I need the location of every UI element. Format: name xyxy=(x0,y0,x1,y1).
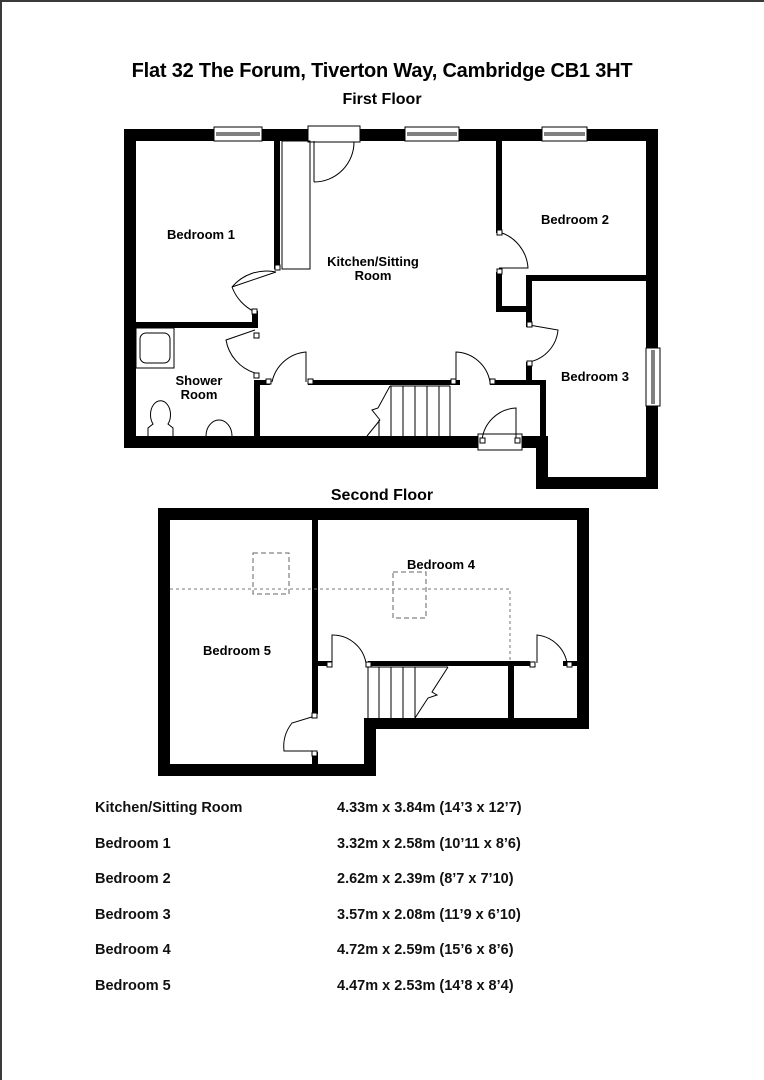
first-floor-doors xyxy=(135,140,559,441)
dimension-size: 4.47m x 2.53m (14’8 x 8’4) xyxy=(337,977,514,994)
dimension-room-name: Bedroom 2 xyxy=(95,871,171,887)
dimension-row: Bedroom 3 3.57m x 2.08m (11’9 x 6’10) xyxy=(95,907,655,943)
first-floor-windows xyxy=(213,125,661,451)
first-floor-label: First Floor xyxy=(342,91,422,108)
dimension-size: 4.33m x 3.84m (14’3 x 12’7) xyxy=(337,800,522,816)
dimension-room-name: Bedroom 5 xyxy=(95,977,171,994)
second-floor-label: Second Floor xyxy=(330,487,434,504)
room-label-bedroom-3: Bedroom 3 xyxy=(561,369,629,384)
dimension-row: Kitchen/Sitting Room 4.33m x 3.84m (14’3… xyxy=(95,800,655,836)
room-label-shower-line1: Shower xyxy=(176,373,223,388)
room-label-bedroom-2: Bedroom 2 xyxy=(541,212,609,227)
room-label-kitchen-line1: Kitchen/Sitting xyxy=(327,254,419,269)
dimension-size: 4.72m x 2.59m (15’6 x 8’6) xyxy=(337,942,514,958)
dimension-room-name: Bedroom 3 xyxy=(95,906,171,923)
dimension-row: Bedroom 4 4.72m x 2.59m (15’6 x 8’6) xyxy=(95,942,655,978)
door-jambs xyxy=(251,229,533,444)
dimension-size: 3.57m x 2.08m (11’9 x 6’10) xyxy=(337,906,521,923)
dimension-room-name: Bedroom 1 xyxy=(95,835,171,852)
first-floor-plan: Bedroom 1 Kitchen/Sitting Room Bedroom 2… xyxy=(124,125,661,489)
dimension-size: 3.32m x 2.58m (10’11 x 8’6) xyxy=(337,835,521,852)
first-floor-stairs xyxy=(366,385,451,437)
dimension-row: Bedroom 5 4.47m x 2.53m (14’8 x 8’4) xyxy=(95,978,655,1014)
dimension-room-name: Bedroom 4 xyxy=(95,942,171,958)
dimension-room-name: Kitchen/Sitting Room xyxy=(95,800,243,816)
dimension-size: 2.62m x 2.39m (8’7 x 7’10) xyxy=(337,871,514,887)
dimension-row: Bedroom 1 3.32m x 2.58m (10’11 x 8’6) xyxy=(95,836,655,872)
room-label-bedroom-1: Bedroom 1 xyxy=(167,227,235,242)
room-label-kitchen-line2: Room xyxy=(355,268,392,283)
room-label-shower-line2: Room xyxy=(181,387,218,402)
dimension-row: Bedroom 2 2.62m x 2.39m (8’7 x 7’10) xyxy=(95,871,655,907)
room-dimensions-table: Kitchen/Sitting Room 4.33m x 3.84m (14’3… xyxy=(95,800,655,1013)
property-address-title: Flat 32 The Forum, Tiverton Way, Cambrid… xyxy=(131,60,633,82)
